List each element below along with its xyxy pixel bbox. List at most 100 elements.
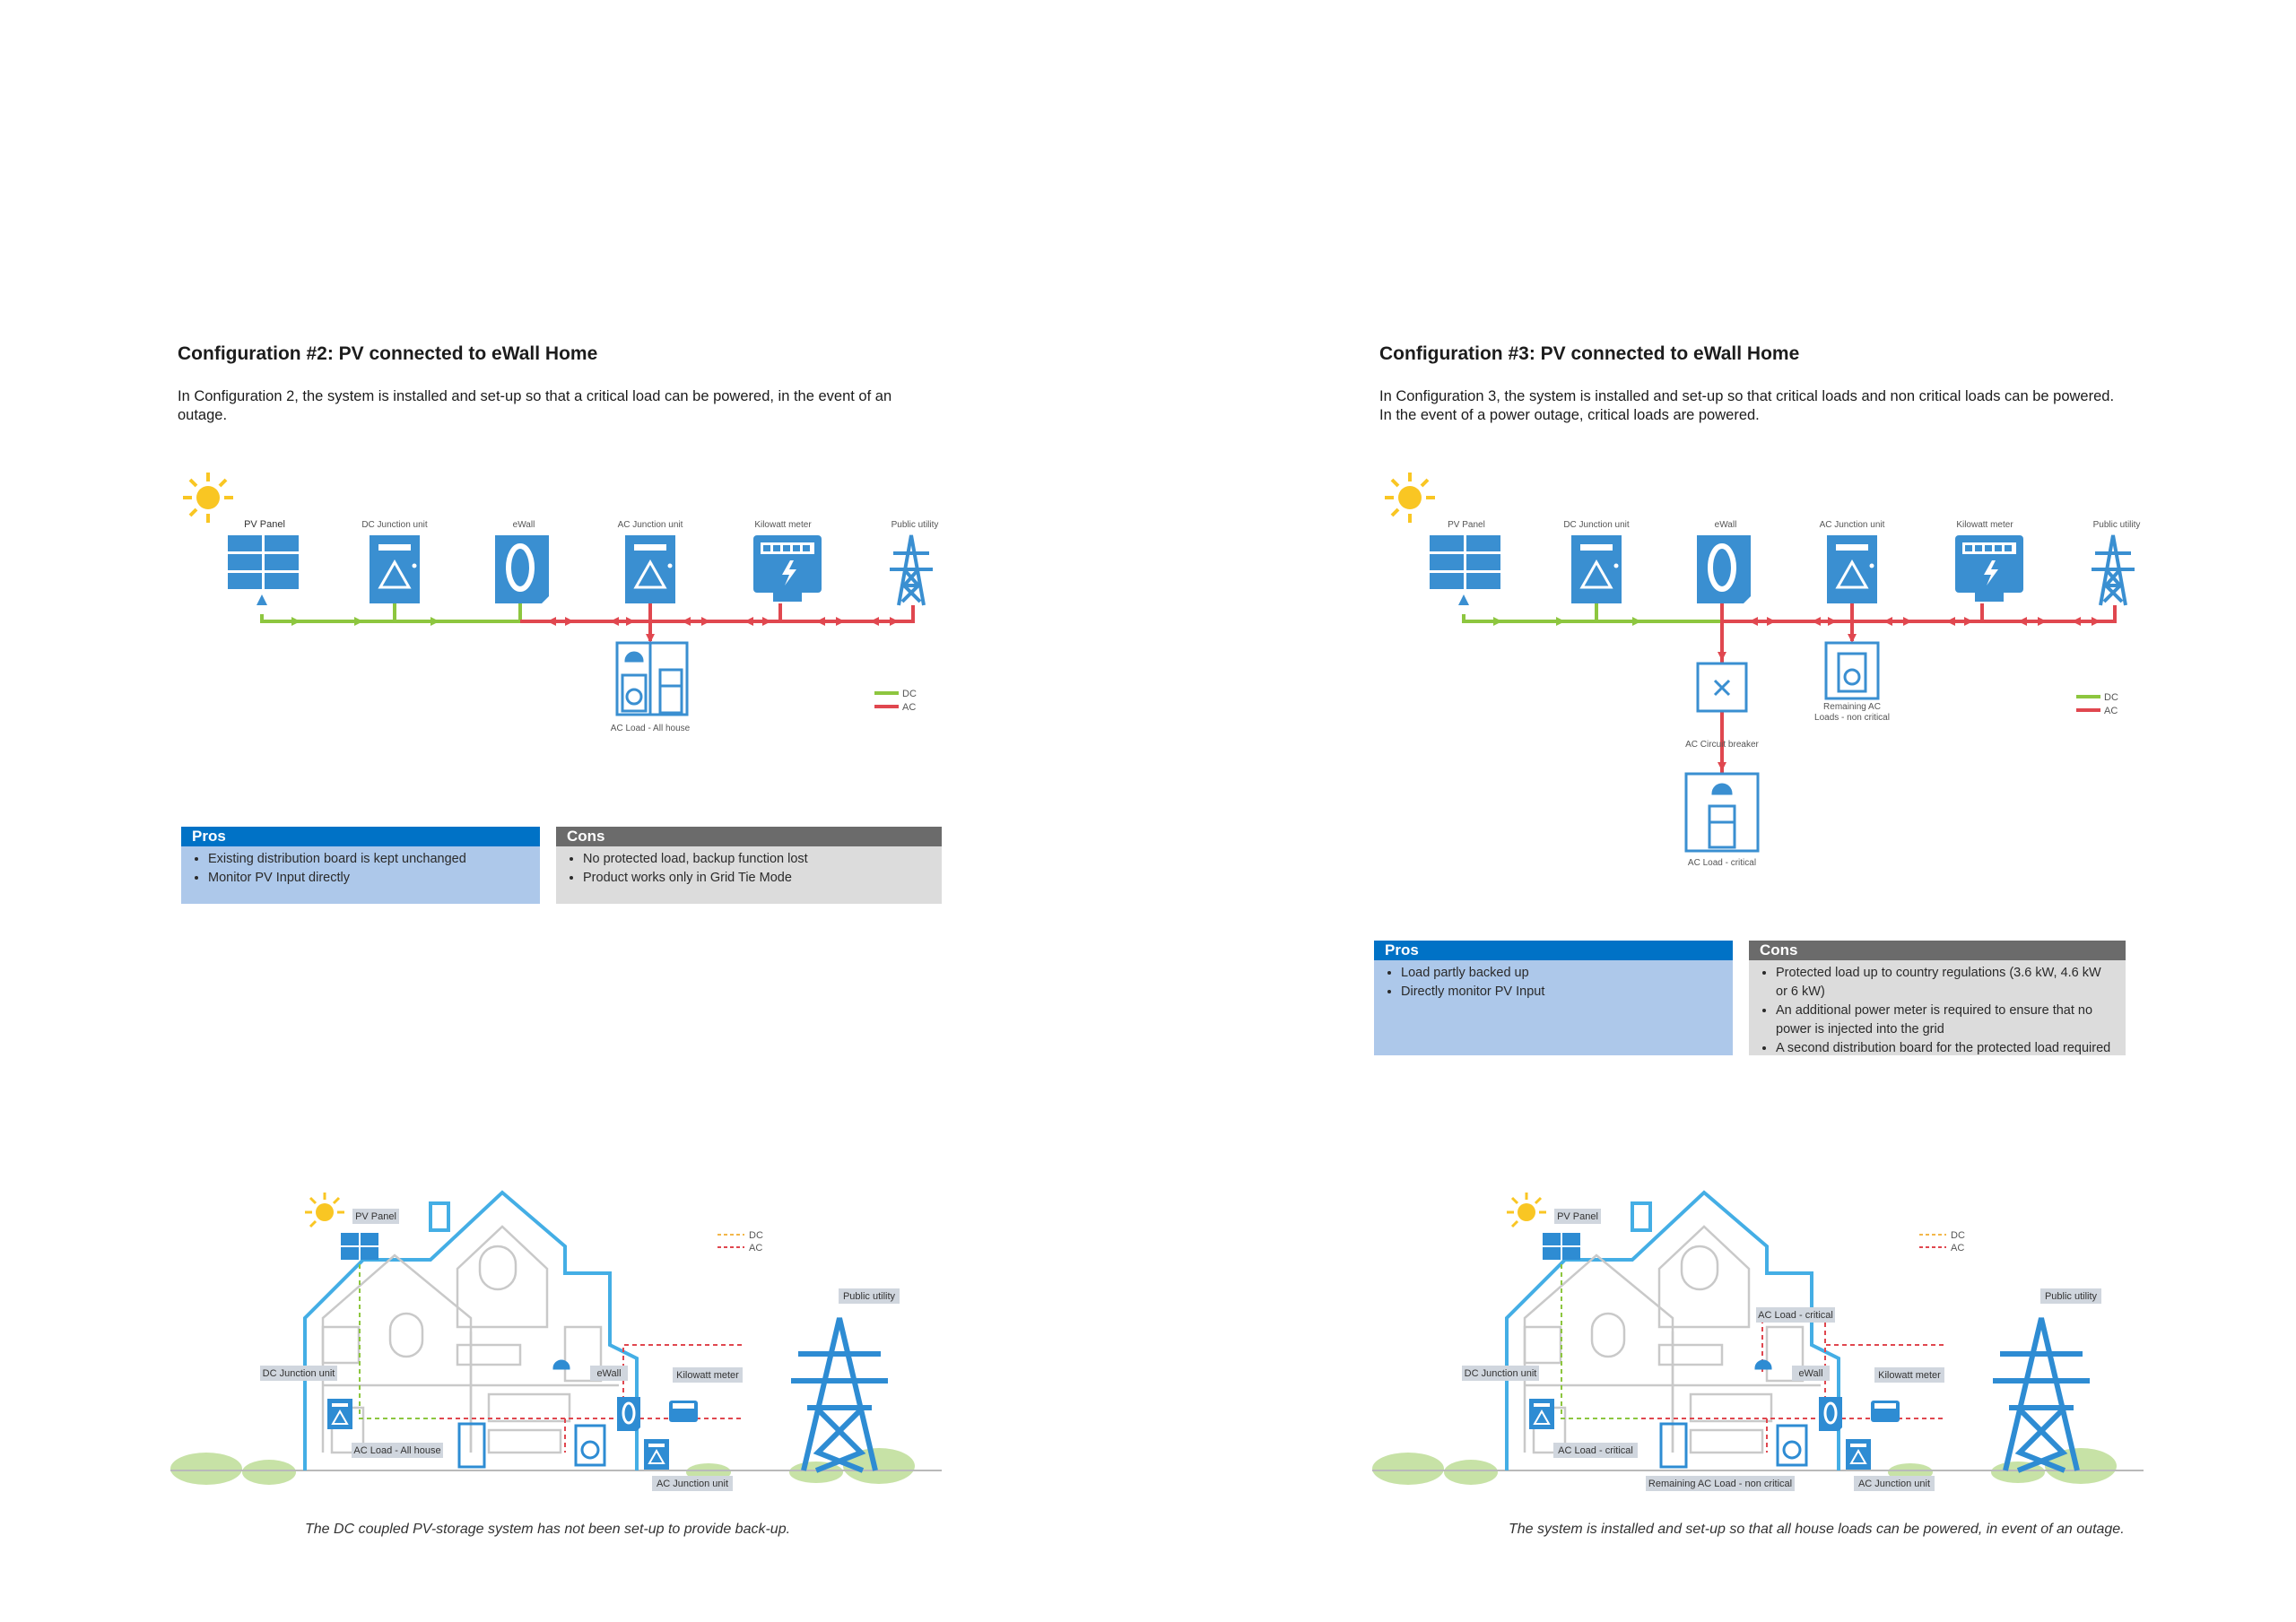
- house-outline: [303, 1190, 639, 1470]
- config3-description: In Configuration 3, the system is instal…: [1379, 388, 2115, 423]
- ac-load-label: AC Load - All house: [611, 724, 691, 733]
- pylon-icon: [1993, 1317, 2090, 1473]
- config3-cons-box: Cons Protected load up to country regula…: [1749, 941, 2126, 1055]
- tag-ewall: eWall: [596, 1368, 621, 1379]
- house-legend-ac: AC: [749, 1243, 762, 1253]
- ac-junction-icon: [625, 535, 675, 603]
- ewall-label: eWall: [513, 520, 535, 530]
- house-tags: PV Panel DC Junction unit eWall Kilowatt…: [260, 1209, 900, 1491]
- pv-panel-icon: [228, 535, 299, 605]
- tag-public-utility: Public utility: [2045, 1291, 2098, 1302]
- cons-item: An additional power meter is required to…: [1776, 1002, 2115, 1039]
- dc-junction-label: DC Junction unit: [361, 520, 428, 530]
- pv-panel-label: PV Panel: [1448, 520, 1485, 530]
- circuit-breaker-icon: [1696, 662, 1748, 713]
- public-utility-icon: [2092, 534, 2135, 606]
- pros-item: Directly monitor PV Input: [1401, 983, 1722, 1002]
- pv-panel-icon: [1430, 535, 1500, 605]
- kilowatt-meter-icon: [753, 535, 822, 602]
- cons-title: Cons: [1749, 941, 2126, 960]
- cons-title: Cons: [556, 827, 942, 846]
- house-legend-dc: DC: [749, 1230, 763, 1241]
- legend-dc: DC: [2104, 692, 2118, 703]
- config2-schematic: PV Panel DC Junction unit eWall AC Junct…: [183, 473, 939, 733]
- legend-ac: AC: [2104, 706, 2118, 716]
- config2-page: Configuration #2: PV connected to eWall …: [0, 0, 1148, 1622]
- cons-item: No protected load, backup function lost: [583, 850, 931, 869]
- ewall-device-icon: [617, 1397, 640, 1431]
- tag-ac-junction: AC Junction unit: [1858, 1479, 1930, 1489]
- dc-junction-label: DC Junction unit: [1563, 520, 1630, 530]
- config3-caption: The system is installed and set-up so th…: [1509, 1522, 2125, 1537]
- ac-load-icon: [615, 641, 689, 716]
- kilowatt-device-icon: [1871, 1401, 1900, 1422]
- house-tags: PV Panel AC Load - critical DC Junction …: [1462, 1209, 2101, 1491]
- config2-caption: The DC coupled PV-storage system has not…: [305, 1522, 791, 1537]
- kilowatt-meter-icon: [1955, 535, 2023, 602]
- critical-load-label: AC Load - critical: [1688, 858, 1756, 868]
- ac-junction-device-icon: [644, 1439, 669, 1470]
- house-legend: DC AC: [1919, 1230, 1965, 1253]
- tag-dc-junction: DC Junction unit: [263, 1368, 335, 1379]
- cons-item: Protected load up to country regulations…: [1776, 964, 2115, 1002]
- kilowatt-label: Kilowatt meter: [1956, 520, 2013, 530]
- public-utility-icon: [890, 534, 933, 606]
- cons-item: Product works only in Grid Tie Mode: [583, 869, 931, 888]
- ac-junction-device-icon: [1846, 1439, 1871, 1470]
- legend-ac: AC: [902, 702, 916, 713]
- fridge-icon: [457, 1422, 486, 1469]
- dc-junction-icon: [1571, 535, 1622, 603]
- tag-ac-load: AC Load - All house: [353, 1445, 440, 1456]
- lamp-icon: [1754, 1359, 1772, 1370]
- legend: DC AC: [874, 689, 917, 713]
- house-legend: DC AC: [718, 1230, 763, 1253]
- roof-sun-icon: [1507, 1193, 1546, 1228]
- ac-junction-icon: [1827, 535, 1877, 603]
- pros-item: Existing distribution board is kept unch…: [208, 850, 529, 869]
- tag-kilowatt: Kilowatt meter: [1878, 1370, 1941, 1381]
- config3-pros-box: Pros Load partly backed up Directly moni…: [1374, 941, 1733, 1055]
- config2-description: In Configuration 2, the system is instal…: [178, 388, 892, 423]
- ac-junction-label: AC Junction unit: [618, 520, 683, 530]
- washer-icon: [574, 1424, 606, 1467]
- tag-ac-junction: AC Junction unit: [657, 1479, 728, 1489]
- public-utility-label: Public utility: [891, 520, 939, 530]
- ewall-device-icon: [1819, 1397, 1842, 1431]
- tag-dc-junction: DC Junction unit: [1465, 1368, 1537, 1379]
- pros-title: Pros: [181, 827, 540, 846]
- fridge-icon: [1659, 1422, 1688, 1469]
- tag-ewall: eWall: [1798, 1368, 1822, 1379]
- bushes: [170, 1448, 915, 1485]
- pylon-icon: [791, 1317, 888, 1473]
- public-utility-label: Public utility: [2093, 520, 2141, 530]
- tag-ac-load-critical-top: AC Load - critical: [1758, 1310, 1833, 1321]
- house-legend-dc: DC: [1951, 1230, 1965, 1241]
- house-legend-ac: AC: [1951, 1243, 1964, 1253]
- tag-ac-load: AC Load - critical: [1558, 1445, 1633, 1456]
- roof-pv-icon: [1543, 1233, 1580, 1260]
- tag-kilowatt: Kilowatt meter: [676, 1370, 739, 1381]
- ewall-icon: [495, 535, 549, 603]
- ewall-label: eWall: [1715, 520, 1737, 530]
- config3-house-illustration: DC AC PV Panel AC Load - critical DC Jun…: [1372, 1190, 2144, 1491]
- dc-junction-icon: [370, 535, 420, 603]
- pros-item: Load partly backed up: [1401, 964, 1722, 983]
- ewall-icon: [1697, 535, 1751, 603]
- pv-panel-label: PV Panel: [244, 519, 285, 530]
- remaining-load-icon: [1824, 641, 1880, 700]
- roof-pv-icon: [341, 1233, 378, 1260]
- remaining-label-2: Loads - non critical: [1814, 713, 1890, 723]
- remaining-label-1: Remaining AC: [1823, 702, 1881, 712]
- tag-remaining: Remaining AC Load - non critical: [1648, 1479, 1792, 1489]
- dc-junction-device-icon: [1529, 1399, 1554, 1429]
- config3-schematic: PV Panel DC Junction unit eWall AC Junct…: [1385, 473, 2141, 868]
- config2-pros-box: Pros Existing distribution board is kept…: [181, 827, 540, 904]
- critical-load-icon: [1684, 772, 1760, 853]
- breaker-label: AC Circuit breaker: [1685, 740, 1759, 750]
- sun-icon: [1385, 473, 1435, 523]
- config3-page: Configuration #3: PV connected to eWall …: [1148, 0, 2296, 1622]
- config2-cons-box: Cons No protected load, backup function …: [556, 827, 942, 904]
- tag-pv-panel: PV Panel: [355, 1211, 396, 1222]
- pros-item: Monitor PV Input directly: [208, 869, 529, 888]
- roof-sun-icon: [305, 1193, 344, 1228]
